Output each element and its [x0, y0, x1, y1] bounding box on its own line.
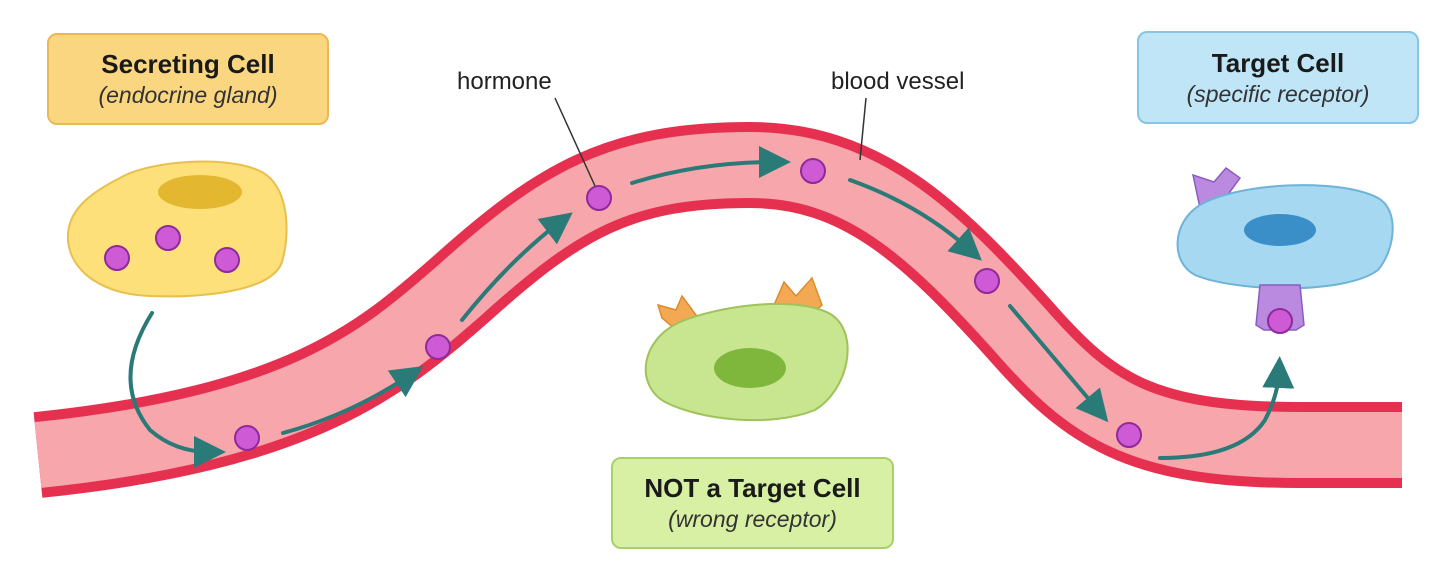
flow-arrow-3 — [630, 146, 791, 185]
hormone-molecule-bound — [1267, 308, 1293, 334]
flow-arrow-5 — [1008, 304, 1109, 423]
hormone-molecule — [234, 425, 260, 451]
blood-vessel-label: blood vessel — [831, 68, 965, 95]
secretion-arrow — [128, 311, 226, 468]
hormone-molecule — [425, 334, 451, 360]
non-target-title-rest: a Target Cell — [699, 473, 861, 503]
flow-arrow-4 — [848, 178, 982, 261]
flow-arrows — [281, 146, 1109, 435]
hormone-molecule — [1116, 422, 1142, 448]
hormone-leader-line — [554, 97, 596, 187]
target-cell-subtitle: (specific receptor) — [1186, 80, 1370, 107]
delivery-arrow — [1158, 356, 1295, 460]
secreting-cell-subtitle: (endocrine gland) — [98, 82, 278, 108]
secreting-cell-title: Secreting Cell — [101, 49, 275, 79]
target-cell-label: Target Cell (specific receptor) — [1137, 31, 1419, 124]
target-cell — [1176, 166, 1394, 334]
non-target-cell — [644, 276, 849, 422]
hormone-molecule — [800, 158, 826, 184]
hormone-molecule — [104, 245, 130, 271]
target-cell-title: Target Cell — [1211, 47, 1345, 78]
secreting-cell-label: Secreting Cell (endocrine gland) — [47, 33, 329, 125]
non-target-cell-label: NOT a Target Cell (wrong receptor) — [611, 457, 894, 549]
target-cell-nucleus — [1244, 214, 1316, 246]
non-target-cell-nucleus — [714, 348, 786, 388]
non-target-title-bold: NOT — [644, 473, 700, 503]
secreting-cell-nucleus — [158, 175, 242, 209]
blood-vessel-leader-line — [859, 97, 867, 161]
hormone-molecule — [155, 225, 181, 251]
non-target-cell-subtitle: (wrong receptor) — [668, 506, 837, 532]
secreting-cell — [66, 160, 288, 298]
hormone-molecule — [586, 185, 612, 211]
hormone-molecule — [974, 268, 1000, 294]
hormone-label: hormone — [457, 68, 552, 95]
flow-arrow-1 — [281, 366, 424, 435]
flow-arrow-2 — [460, 212, 573, 322]
non-target-cell-title: NOT a Target Cell — [613, 472, 892, 504]
hormones-in-vessel — [234, 158, 1142, 451]
hormone-molecule — [214, 247, 240, 273]
